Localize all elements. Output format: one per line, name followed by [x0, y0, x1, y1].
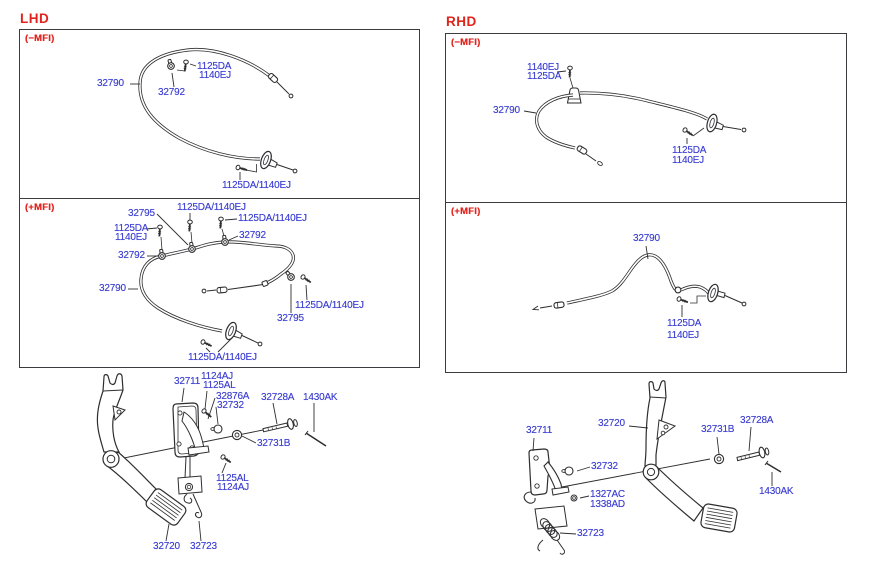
pedal-pad-lhd: [145, 488, 187, 526]
part-label-32732-rhd: 32732: [591, 461, 618, 472]
part-label-1125da-1140ej-right-lhd-plus: 1125DA/1140EJ: [238, 213, 307, 224]
leader-lines-lhd-minus: [130, 63, 241, 180]
part-label-1125da-rhd-minus: 1125DA: [527, 71, 562, 82]
part-label-32876a-lhd: 32876A: [216, 391, 250, 402]
part-label-32728a-rhd: 32728A: [740, 415, 774, 426]
leader-lines-lhd-pedal: [165, 387, 315, 542]
part-label-1125da-1140ej-clamp-lhd-plus: 1125DA/1140EJ: [295, 300, 364, 311]
pedal-pad-rhd: [700, 503, 738, 533]
part-label-32723-rhd: 32723: [577, 528, 604, 539]
part-label-32790-lhd-plus: 32790: [99, 283, 126, 294]
part-label-1327ac-rhd: 1327AC: [590, 489, 625, 500]
part-label-32711-lhd: 32711: [174, 376, 201, 387]
part-label-1430ak-rhd: 1430AK: [759, 486, 794, 497]
cable-drawing-rhd-minus: [523, 65, 747, 166]
lhd-heading: LHD: [20, 11, 50, 26]
leader-lines-lhd-plus: [128, 213, 308, 353]
pin-lhd: [304, 430, 327, 447]
part-label-32792-lhd-minus: 32792: [158, 87, 185, 98]
nut-rhd: [570, 494, 578, 502]
part-label-32731b-lhd: 32731B: [257, 438, 291, 449]
part-label-32728a-lhd: 32728A: [261, 392, 295, 403]
panel-lhd-plus-mfi-box: (+MFI): [19, 198, 420, 368]
part-label-1125da-1140ej-bottom-lhd-plus: 1125DA/1140EJ: [188, 352, 257, 363]
part-label-1140ej-left-lhd-plus: 1140EJ: [115, 232, 147, 243]
part-label-32792-right-lhd-plus: 32792: [239, 230, 266, 241]
part-label-1125da-1140ej-lhd-minus: 1125DA/1140EJ: [222, 180, 291, 191]
part-label-1125da-grommet-rhd-minus: 1125DA: [672, 145, 707, 156]
panel-rhd-plus-mfi-tag: (+MFI): [451, 206, 481, 217]
cable-drawing-lhd-minus: [130, 47, 298, 180]
leader-lines-rhd-pedal: [532, 425, 773, 535]
cable-drawing-lhd-plus: [128, 213, 314, 353]
part-label-1125da-lhd-minus: 1125DA: [197, 61, 232, 72]
part-label-32720-rhd: 32720: [598, 418, 625, 429]
pedal-arm-lhd: [96, 373, 187, 526]
pedal-bracket-lhd: [172, 402, 210, 519]
part-label-32732-lhd: 32732: [217, 400, 244, 411]
rhd-heading: RHD: [446, 14, 477, 29]
part-label-32795-top-lhd-plus: 32795: [128, 208, 155, 219]
part-label-32731b-rhd: 32731B: [701, 424, 735, 435]
part-label-32723-lhd: 32723: [190, 541, 217, 552]
part-label-1140ej-rhd-minus: 1140EJ: [527, 62, 559, 73]
panel-lhd-plus-mfi-tag: (+MFI): [25, 202, 55, 213]
pedal-arm-rhd: [642, 380, 738, 533]
part-label-32790-lhd-minus: 32790: [97, 78, 124, 89]
part-label-32790-rhd-minus: 32790: [493, 105, 520, 116]
part-label-1125al-lower-lhd: 1125AL: [216, 473, 249, 484]
pedal-bracket-rhd: [523, 448, 570, 504]
panel-lhd-minus-mfi-tag: (−MFI): [25, 33, 55, 44]
pivot-bolt-rhd: [736, 446, 770, 462]
cable-drawing-rhd-plus: [531, 245, 747, 317]
part-label-1125al-upper-lhd: 1125AL: [203, 380, 236, 391]
pedal-assembly-lhd: [96, 373, 327, 542]
grommet-rhd-plus: [707, 283, 726, 303]
part-label-32711-rhd: 32711: [526, 425, 553, 436]
return-spring-rhd: [534, 505, 568, 555]
part-label-1125da-left-lhd-plus: 1125DA: [114, 223, 149, 234]
leader-lines-rhd-plus: [645, 245, 683, 317]
part-label-1430ak-lhd: 1430AK: [303, 392, 338, 403]
part-label-1338ad-rhd: 1338AD: [590, 499, 625, 510]
pivot-bolt-lhd: [262, 418, 298, 433]
leader-lines-rhd-minus: [523, 70, 688, 144]
panel-rhd-minus-mfi-tag: (−MFI): [451, 37, 481, 48]
part-label-32790-rhd-plus: 32790: [633, 233, 660, 244]
pin-rhd: [764, 460, 782, 473]
part-label-1125da-rhd-plus: 1125DA: [667, 318, 702, 329]
pedal-assembly-rhd: [523, 380, 782, 555]
part-label-1125da-1140ej-top-lhd-plus: 1125DA/1140EJ: [177, 202, 246, 213]
part-label-32720-lhd: 32720: [153, 541, 180, 552]
part-label-32792-left-lhd-plus: 32792: [118, 250, 145, 261]
part-label-1124aj-lower-lhd: 1124AJ: [217, 482, 249, 493]
panel-rhd-plus-mfi-box: (+MFI): [445, 202, 847, 373]
part-label-32795-right-lhd-plus: 32795: [277, 313, 304, 324]
part-label-1140ej-lhd-minus: 1140EJ: [199, 70, 231, 81]
part-label-1124aj-upper-lhd: 1124AJ: [201, 371, 233, 382]
part-label-1140ej-rhd-plus: 1140EJ: [667, 330, 699, 341]
part-label-1140ej-grommet-rhd-minus: 1140EJ: [672, 155, 704, 166]
